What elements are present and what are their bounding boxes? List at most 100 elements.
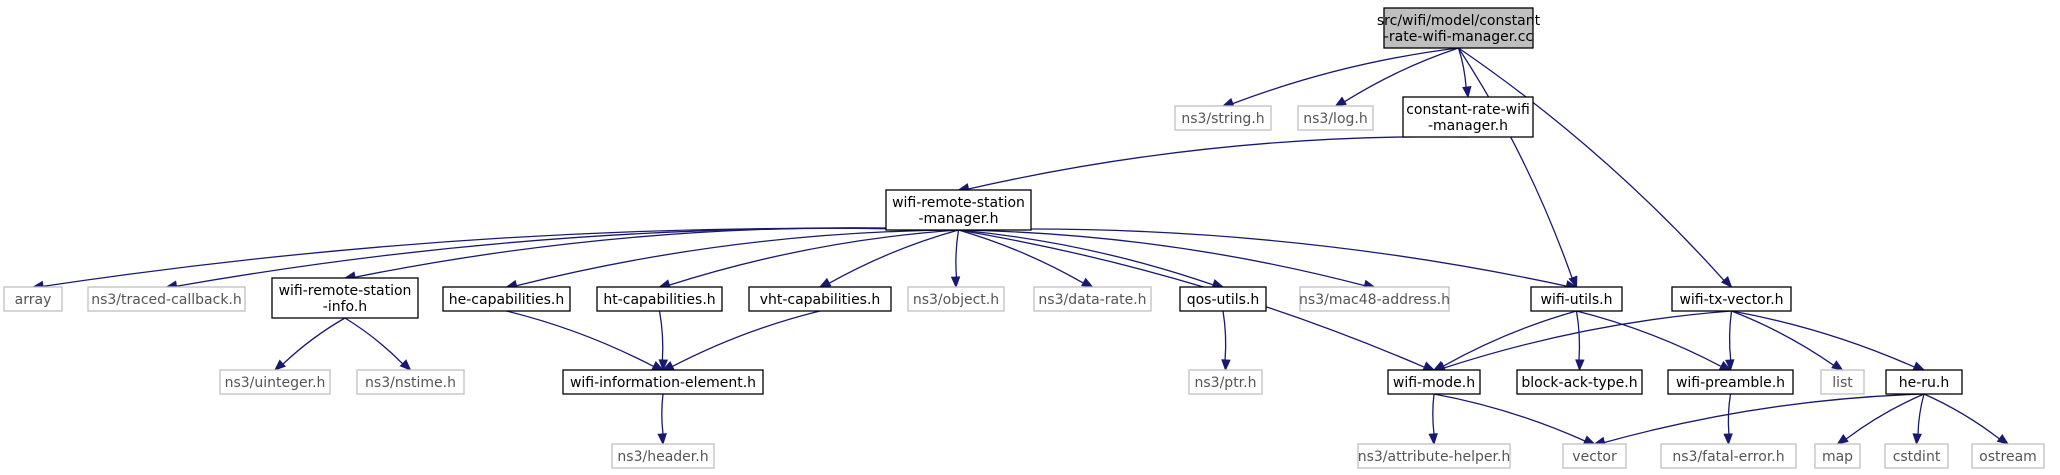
edge-he_ru-to-map — [1836, 393, 1925, 445]
edge-arrowhead — [1912, 361, 1926, 371]
node-label: ns3/data-rate.h — [1038, 292, 1146, 308]
node-box — [1174, 105, 1272, 131]
dependency-edges — [31, 47, 2010, 446]
node-label: cstdint — [1893, 449, 1941, 465]
edge-wrsi_h-to-ns3_nstime — [344, 317, 412, 371]
node-label: he-capabilities.h — [449, 292, 564, 308]
edge-arrowhead — [399, 359, 412, 371]
edge-line — [658, 310, 664, 361]
edge-ht_cap-to-wie_h — [658, 310, 669, 372]
node-ns3-header: ns3/header.h — [611, 443, 715, 469]
edge-wrsm_h-to-ns3_mac48 — [958, 229, 1376, 289]
edge-line — [282, 317, 346, 365]
edge-line — [958, 229, 1425, 368]
node-wifi-tx-vector[interactable]: wifi-tx-vector.h — [1671, 286, 1792, 312]
node-label: array — [15, 292, 52, 308]
edge-wifi_preamble-to-ns3_fatal — [1723, 393, 1733, 446]
node-label: wifi-utils.h — [1541, 292, 1613, 308]
edge-wrsm_h-to-qos_utils — [958, 229, 1225, 289]
edge-line — [1457, 47, 1573, 279]
edge-line — [516, 229, 959, 287]
node-wrsm-h[interactable]: wifi-remote-station-manager.h — [885, 189, 1032, 231]
edge-arrowhead — [1831, 360, 1844, 371]
node-label: he-ru.h — [1899, 375, 1950, 391]
edge-wrsm_h-to-he_cap — [505, 229, 959, 290]
edge-arrowhead — [950, 276, 961, 289]
node-label: wifi-tx-vector.h — [1679, 292, 1783, 308]
node-label: ns3/uinteger.h — [225, 375, 326, 391]
edge-line — [1731, 310, 1915, 368]
node-vht-cap[interactable]: vht-capabilities.h — [748, 286, 892, 312]
edge-arrowhead — [1723, 433, 1733, 446]
edge-vht_cap-to-wie_h — [661, 310, 821, 371]
edge-line — [828, 229, 959, 284]
edge-line — [1442, 310, 1577, 367]
node-box — [1383, 7, 1534, 49]
node-array: array — [3, 286, 63, 312]
node-block-ack[interactable]: block-ack-type.h — [1516, 369, 1643, 395]
node-label: -rate-wifi-manager.cc — [1384, 29, 1533, 45]
edge-arrowhead — [1422, 361, 1436, 371]
node-label: ns3/header.h — [617, 449, 708, 465]
edge-arrowhead — [1575, 359, 1585, 372]
node-box — [1820, 369, 1865, 395]
node-box — [1885, 369, 1963, 395]
edge-line — [1728, 310, 1733, 361]
node-root[interactable]: src/wifi/model/constant-rate-wifi-manage… — [1377, 7, 1541, 49]
file-nodes: src/wifi/model/constant-rate-wifi-manage… — [3, 7, 2045, 469]
node-ns3-object: ns3/object.h — [907, 286, 1005, 312]
edge-he_ru-to-cstdint — [1912, 393, 1925, 446]
edge-wie_h-to-ns3_header — [657, 393, 667, 446]
node-box — [87, 286, 246, 312]
edge-wrsi_h-to-ns3_uinteger — [274, 317, 346, 371]
edge-wrsm_h-to-array — [31, 227, 959, 291]
node-label: ns3/ptr.h — [1195, 375, 1257, 391]
node-box — [1660, 443, 1797, 469]
node-vector: vector — [1562, 443, 1627, 469]
node-cstdint: cstdint — [1884, 443, 1949, 469]
node-box — [1297, 105, 1374, 131]
node-wifi-utils[interactable]: wifi-utils.h — [1530, 286, 1623, 312]
node-box — [442, 286, 571, 312]
node-wifi-preamble[interactable]: wifi-preamble.h — [1667, 369, 1794, 395]
node-qos-utils[interactable]: qos-utils.h — [1179, 286, 1267, 312]
edge-line — [1576, 310, 1722, 367]
node-map: map — [1814, 443, 1861, 469]
node-label: wifi-mode.h — [1393, 375, 1475, 391]
node-label: qos-utils.h — [1187, 292, 1260, 308]
node-box — [748, 286, 892, 312]
node-box — [596, 286, 723, 312]
node-crwm-h[interactable]: constant-rate-wifi-manager.h — [1402, 96, 1534, 138]
edge-root-to-wifi_utils — [1457, 47, 1578, 289]
node-wifi-mode[interactable]: wifi-mode.h — [1387, 369, 1481, 395]
node-he-cap[interactable]: he-capabilities.h — [442, 286, 571, 312]
node-box — [907, 286, 1005, 312]
node-box — [1402, 96, 1534, 138]
edge-line — [1917, 393, 1925, 435]
node-label: ns3/fatal-error.h — [1672, 449, 1784, 465]
node-label: vector — [1572, 449, 1617, 465]
node-he-ru[interactable]: he-ru.h — [1885, 369, 1963, 395]
node-box — [271, 277, 419, 319]
node-label: vht-capabilities.h — [760, 292, 881, 308]
node-ht-cap[interactable]: ht-capabilities.h — [596, 286, 723, 312]
edge-arrowhead — [1582, 435, 1596, 445]
edge-line — [672, 310, 821, 368]
edge-line — [1845, 393, 1925, 440]
edge-line — [1222, 310, 1227, 361]
edge-line — [968, 136, 1469, 190]
node-box — [1562, 443, 1627, 469]
node-label: ostream — [1979, 449, 2037, 465]
node-wie-h[interactable]: wifi-information-element.h — [562, 369, 764, 395]
node-box — [356, 369, 465, 395]
edge-arrowhead — [1725, 359, 1735, 372]
node-wrsi-h[interactable]: wifi-remote-station-info.h — [271, 277, 419, 319]
node-label: -manager.h — [918, 211, 998, 227]
node-label: map — [1822, 449, 1853, 465]
node-ns3-log: ns3/log.h — [1297, 105, 1374, 131]
edge-wrsm_h-to-wrsi_h — [343, 227, 959, 281]
edge-line — [958, 229, 1365, 287]
edge-line — [958, 228, 1567, 287]
edge-line — [1433, 393, 1586, 442]
